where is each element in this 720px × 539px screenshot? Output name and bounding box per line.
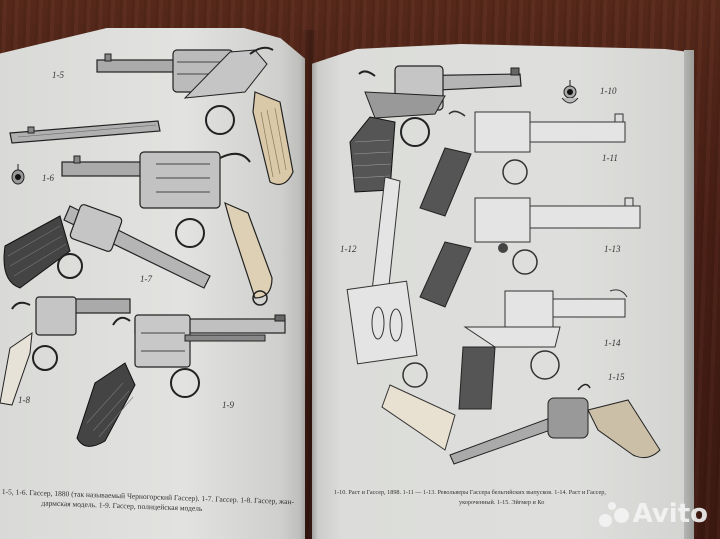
revolver-illustration-1-9	[75, 313, 290, 458]
figure-label: 1-10	[600, 86, 617, 96]
revolver-illustration-1-13	[415, 192, 645, 312]
figure-label: 1-5	[52, 70, 64, 80]
revolver-illustration-1-7	[0, 196, 215, 296]
caption-line: укороченный. 1-15. Эйгмер и Ко	[459, 499, 545, 506]
revolver-illustration-1-11	[415, 108, 635, 218]
page-stack-edge	[684, 50, 694, 539]
figure-label: 1-15	[608, 372, 625, 382]
revolver-illustration-1-15	[448, 380, 668, 465]
revolver-illustration-1-14	[455, 287, 635, 417]
figure-label: 1-12	[340, 244, 357, 254]
figure-label: 1-7	[140, 274, 152, 284]
avito-watermark-text: Avito	[632, 499, 708, 529]
figure-label: 1-13	[604, 244, 621, 254]
figure-label: 1-9	[222, 400, 234, 410]
caption-line: 1-10. Раст и Гассер, 1898. 1-11 — 1-13. …	[334, 489, 606, 496]
barrel-illustration	[8, 117, 163, 147]
revolver-illustration-1-6	[60, 148, 280, 308]
revolver-illustration-1-8	[0, 293, 135, 408]
muzzle-view-illustration	[558, 80, 582, 108]
muzzle-view-illustration	[11, 164, 25, 186]
revolver-illustration-1-5	[95, 42, 295, 192]
figure-label: 1-6	[42, 173, 54, 183]
revolver-illustration-1-12	[330, 175, 460, 455]
revolver-illustration-1-10	[335, 62, 535, 202]
figure-label: 1-14	[604, 338, 621, 348]
book-gutter	[300, 30, 318, 539]
avito-watermark: Avito	[598, 499, 708, 529]
avito-dots-icon	[598, 500, 629, 528]
figure-label: 1-8	[18, 395, 30, 405]
right-page-caption: 1-10. Раст и Гассер, 1898. 1-11 — 1-13. …	[334, 488, 606, 508]
figure-label: 1-11	[602, 153, 618, 163]
